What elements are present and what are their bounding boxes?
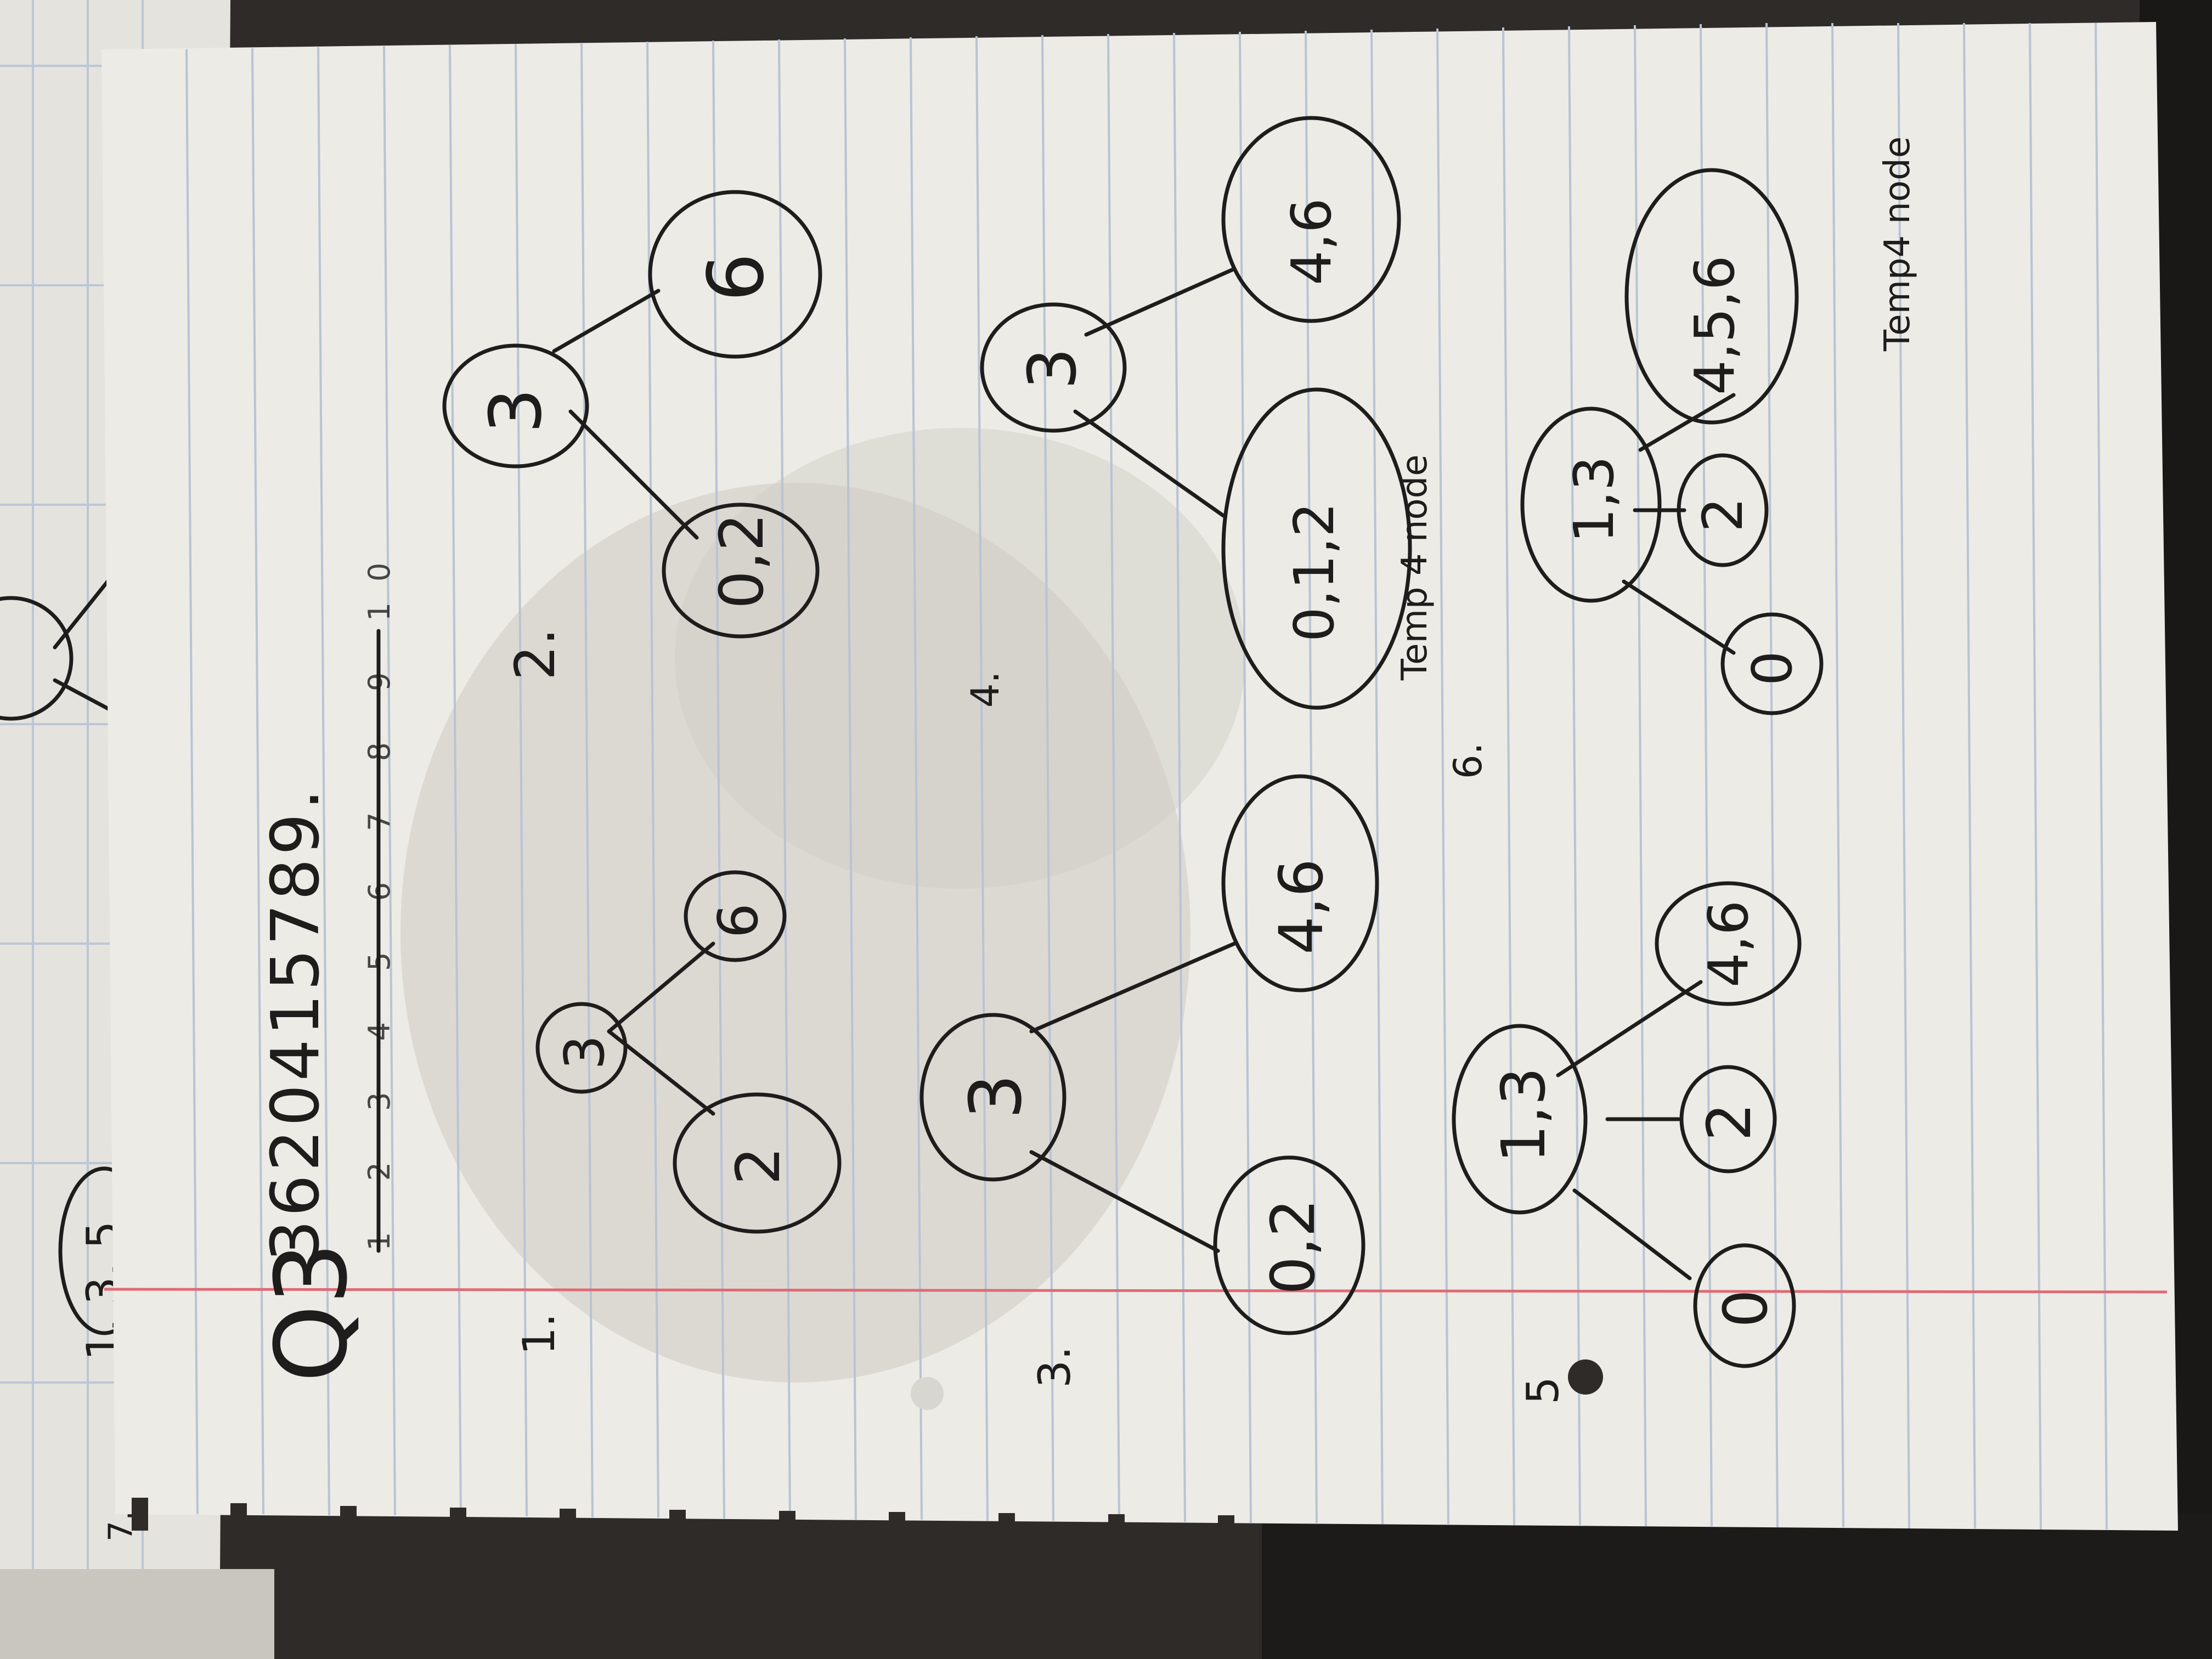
tree-node-label: 3 (1015, 348, 1091, 390)
tree-node (980, 302, 1127, 433)
step-label: 4. (963, 671, 1008, 708)
tree-node-label: 0 (1711, 1289, 1781, 1328)
tree-node-label: 4,6 (1279, 198, 1344, 285)
tree-node (648, 190, 822, 359)
binder-hole (1568, 1359, 1603, 1395)
tree-node (1677, 453, 1769, 567)
step-label: 5 (1517, 1376, 1568, 1404)
tree-node-label: 2 (1694, 1103, 1764, 1141)
tree-node (673, 1092, 842, 1234)
perforated-edge (132, 1498, 1234, 1535)
tree-node (442, 343, 589, 469)
margin-line (104, 1288, 2168, 1294)
notebook-page (101, 22, 2178, 1535)
step-label: 3. (1029, 1346, 1080, 1388)
tree-step-4: 4. 3 0,1,2 4,6 Temp 4 node (963, 116, 1435, 710)
number-line: 1 2 3 4 5 6 7 8 9 10 (362, 542, 397, 1253)
question-label: Q3 (255, 1242, 369, 1383)
tree-node (684, 870, 787, 962)
sequence-text: 3620415789. (258, 786, 334, 1262)
tree-node-label: 4,6 (1696, 900, 1760, 988)
tree-node-label: 2 (723, 1147, 793, 1185)
tree-node-label: 1,3 (1562, 456, 1626, 543)
tree-node-label: 3 (474, 388, 557, 433)
tree-node (1452, 1024, 1588, 1215)
tree-node (919, 1013, 1066, 1182)
tree-node-label: 0,2 (707, 513, 777, 609)
tree-node-label: 2 (1691, 497, 1755, 532)
tree-node (535, 1002, 628, 1094)
tree-step-3: 3. 3 0,2 4,6 (919, 774, 1379, 1388)
tree-step-6: 6. 1,3 0 2 4,5,6 Temp4 node (1446, 137, 1918, 779)
tree-node-label: 0,2 (1258, 1199, 1328, 1295)
tree-node (1720, 612, 1824, 715)
step-label: 6. (1446, 742, 1491, 779)
tree-node-label: 1,3 (1488, 1067, 1559, 1163)
tree-step-5: 5 1,3 0 2 4,6 (1452, 881, 1802, 1404)
tree-node (1679, 1065, 1777, 1173)
step-label: 1. (514, 1313, 565, 1355)
tree-step-2: 2. 3 0,2 6 (442, 190, 822, 680)
tree-node-label: 0 (1740, 651, 1804, 686)
tree-node-label: 3 (552, 1035, 617, 1070)
tree-node (662, 503, 820, 639)
tree-step-1: 1. 3 2 6 (514, 870, 842, 1355)
tree-node-label: 4,6 (1266, 859, 1336, 955)
number-line-labels: 1 2 3 4 5 6 7 8 9 10 (362, 542, 397, 1251)
tree-node-label: 6 (692, 253, 781, 302)
step-label: 2. (503, 628, 567, 680)
rule-lines (185, 22, 2108, 1530)
tree-node (1221, 116, 1401, 323)
tree-node (1221, 774, 1379, 992)
tree-node (1221, 387, 1412, 710)
temp-node-note: Temp 4 node (1395, 454, 1435, 681)
temp-node-note: Temp4 node (1877, 137, 1918, 352)
tree-node (1655, 881, 1802, 1006)
tree-node-label: 4,5,6 (1683, 256, 1747, 395)
tree-node-label: 3 (954, 1074, 1037, 1119)
tree-node (1213, 1155, 1365, 1335)
tree-node (1624, 168, 1799, 425)
tree-node (1520, 407, 1662, 603)
tree-node-label: 0,1,2 (1282, 503, 1346, 642)
binder-hole (911, 1377, 944, 1410)
tree-node (1693, 1243, 1796, 1368)
tree-node-label: 6 (706, 903, 770, 938)
